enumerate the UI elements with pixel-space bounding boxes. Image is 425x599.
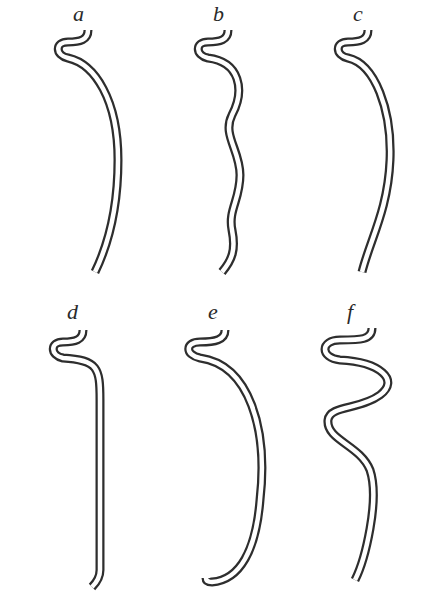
figure-letter: a [73, 3, 84, 25]
tube-f-lumen [325, 328, 388, 580]
figure-letter: e [208, 301, 218, 323]
tube-a-lumen [58, 30, 118, 272]
figure-letter: f [347, 301, 353, 323]
tube-outlines [53, 30, 390, 587]
tube-b [198, 30, 240, 272]
tube-b-lumen [198, 30, 240, 272]
tube-d [53, 330, 100, 587]
tube-e [189, 330, 262, 582]
figure-letter: d [67, 301, 78, 323]
figure-letter: c [353, 3, 363, 25]
tube-e-lumen [189, 330, 262, 582]
tube-c-lumen [338, 30, 390, 272]
tube-c [338, 30, 390, 272]
tube-lumens [53, 30, 390, 587]
tube-a [58, 30, 118, 272]
tube-d-lumen [53, 330, 100, 587]
figure-letter: b [213, 3, 224, 25]
tube-f [325, 328, 388, 580]
